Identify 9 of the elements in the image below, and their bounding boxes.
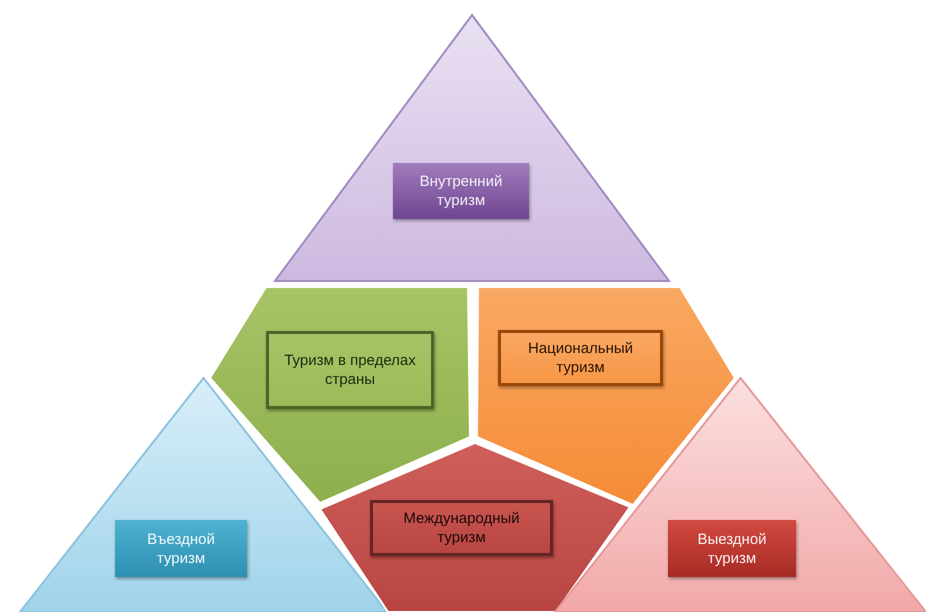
category-box: Туризм в пределах страны xyxy=(266,331,434,409)
category-box: Национальный туризм xyxy=(498,330,663,386)
category-box: Международный туризм xyxy=(370,500,553,556)
category-box: Внутренний туризм xyxy=(393,163,529,219)
triangle-segment xyxy=(275,15,669,281)
pentagon-segment xyxy=(320,443,630,612)
category-box: Выездной туризм xyxy=(668,520,796,577)
triangle-segment xyxy=(555,378,926,612)
category-box: Въездной туризм xyxy=(115,520,247,577)
